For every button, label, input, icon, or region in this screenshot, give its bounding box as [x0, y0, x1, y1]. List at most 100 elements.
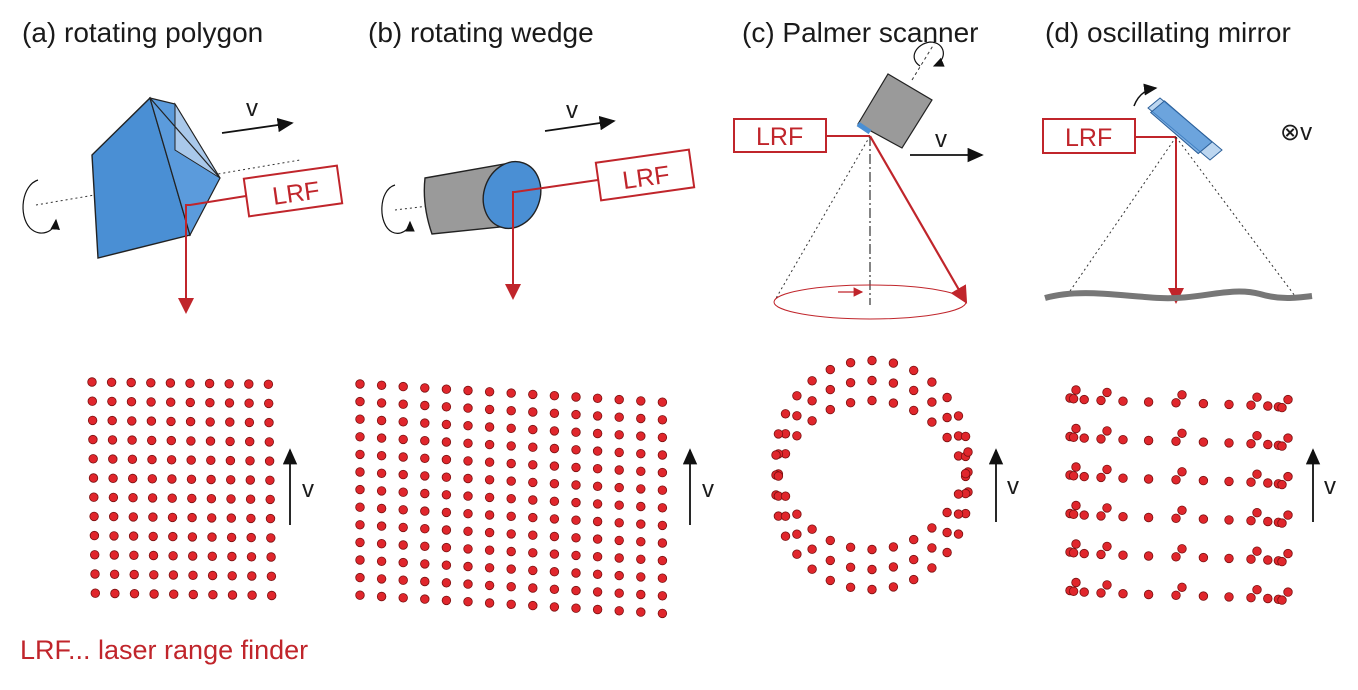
scan-point	[420, 383, 430, 393]
scan-point	[927, 377, 937, 387]
scan-point	[636, 466, 646, 477]
velocity-label: v	[935, 126, 947, 153]
scan-point	[528, 583, 538, 593]
scan-point	[146, 378, 156, 388]
scan-point	[592, 534, 603, 544]
scan-point	[420, 506, 430, 516]
scan-point	[88, 473, 99, 483]
scan-point	[266, 571, 277, 582]
scan-edge-right	[1175, 136, 1299, 301]
scan-point	[186, 436, 196, 446]
scan-point	[506, 441, 516, 451]
scan-point	[549, 443, 560, 454]
scan-point	[244, 417, 255, 428]
scan-point	[1177, 428, 1187, 439]
scan-point	[441, 560, 452, 570]
scan-point	[592, 481, 603, 492]
scan-point	[376, 521, 387, 531]
scan-point	[376, 556, 387, 567]
scan-point	[264, 437, 275, 447]
scan-point	[225, 417, 235, 427]
scan-point	[571, 497, 581, 508]
scan-point	[528, 460, 538, 470]
velocity-label-bottom-a: v	[302, 476, 314, 503]
scan-point	[592, 499, 603, 509]
scan-point	[807, 564, 817, 574]
scan-point	[246, 513, 256, 524]
scan-point	[109, 531, 119, 541]
scan-point	[807, 376, 817, 386]
scan-point	[188, 589, 199, 600]
scan-point	[592, 552, 603, 562]
scan-point	[106, 377, 117, 388]
scan-point	[441, 578, 452, 588]
scan-point	[484, 527, 495, 538]
scan-point	[355, 414, 365, 424]
scan-point	[1198, 514, 1209, 524]
scan-point	[1171, 552, 1181, 562]
scan-point	[1224, 553, 1234, 564]
scan-point	[441, 595, 452, 606]
scan-point	[927, 523, 937, 533]
scan-pattern-d	[1065, 385, 1293, 605]
scan-point	[129, 569, 139, 580]
scan-point	[636, 554, 646, 565]
rotation-arrow-icon	[913, 41, 945, 67]
scan-point	[126, 377, 136, 388]
scan-point	[441, 437, 452, 447]
scan-point	[506, 423, 516, 434]
scan-point	[1068, 432, 1079, 443]
scan-point	[205, 417, 215, 427]
scan-point	[90, 588, 101, 598]
scan-point	[909, 554, 919, 565]
scan-point	[207, 551, 218, 562]
scan-point	[264, 398, 274, 409]
scan-point	[1143, 435, 1154, 446]
scan-point	[165, 397, 176, 407]
scan-point	[463, 385, 473, 396]
scan-point	[484, 563, 495, 573]
scan-point	[355, 520, 365, 530]
scan-point	[1283, 548, 1293, 559]
velocity-label: v	[566, 97, 578, 124]
lrf-box	[594, 148, 696, 202]
scan-point	[167, 474, 177, 484]
scan-point	[592, 569, 603, 580]
scan-point	[376, 380, 387, 391]
scan-point	[657, 485, 668, 495]
scan-point	[888, 562, 899, 572]
scan-point	[225, 436, 235, 447]
scan-point	[264, 456, 275, 466]
scan-point	[571, 480, 581, 490]
scan-point	[90, 569, 100, 579]
scan-point	[780, 409, 791, 419]
scan-point	[506, 511, 516, 522]
scan-point	[614, 553, 624, 563]
scan-point	[549, 584, 560, 595]
scan-point	[1198, 398, 1209, 409]
scan-point	[1252, 546, 1262, 556]
scan-point	[1283, 471, 1293, 482]
scan-point	[780, 491, 791, 501]
scan-point	[807, 544, 817, 554]
scan-point	[484, 439, 495, 450]
scan-point	[1198, 475, 1209, 486]
scan-point	[1177, 582, 1187, 593]
scan-point	[1118, 435, 1128, 445]
scan-point	[1246, 593, 1256, 603]
scan-point	[1079, 510, 1089, 520]
scan-point	[506, 564, 516, 574]
scan-point	[265, 475, 275, 486]
scan-point	[1224, 438, 1234, 448]
scan-point	[614, 482, 624, 493]
scan-point	[657, 591, 668, 601]
velocity-arrow	[221, 117, 294, 134]
scan-point	[506, 599, 516, 610]
velocity-arrow	[544, 115, 616, 132]
scan-point	[1252, 508, 1262, 518]
scan-point	[1177, 390, 1187, 400]
scan-point	[592, 411, 603, 421]
cone-edge-left	[774, 135, 871, 301]
scan-point	[441, 472, 452, 482]
scan-point	[441, 490, 452, 500]
